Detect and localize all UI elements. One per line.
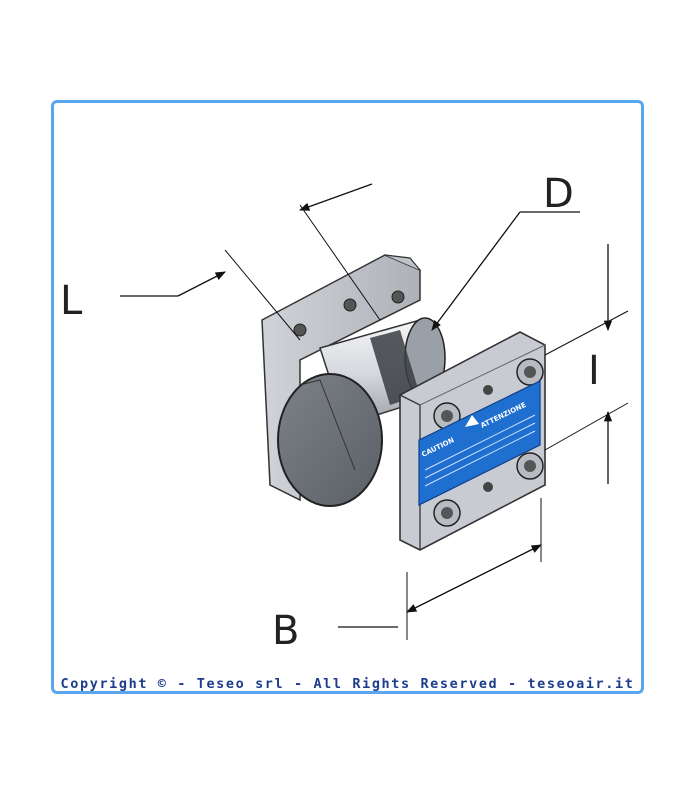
dimension-B: B bbox=[272, 498, 542, 654]
warning-plate: CAUTION ATTENZIONE bbox=[418, 380, 541, 506]
dimension-L: L bbox=[60, 183, 381, 341]
label-I: I bbox=[588, 348, 600, 394]
end-disc bbox=[277, 373, 383, 507]
label-L: L bbox=[60, 278, 83, 324]
dimension-I: I bbox=[544, 244, 629, 484]
rear-bracket bbox=[261, 254, 421, 502]
label-D: D bbox=[543, 171, 574, 217]
label-B: B bbox=[272, 608, 299, 654]
dimension-D: D bbox=[431, 171, 580, 331]
copyright-notice: Copyright © - Teseo srl - All Rights Res… bbox=[60, 676, 635, 692]
